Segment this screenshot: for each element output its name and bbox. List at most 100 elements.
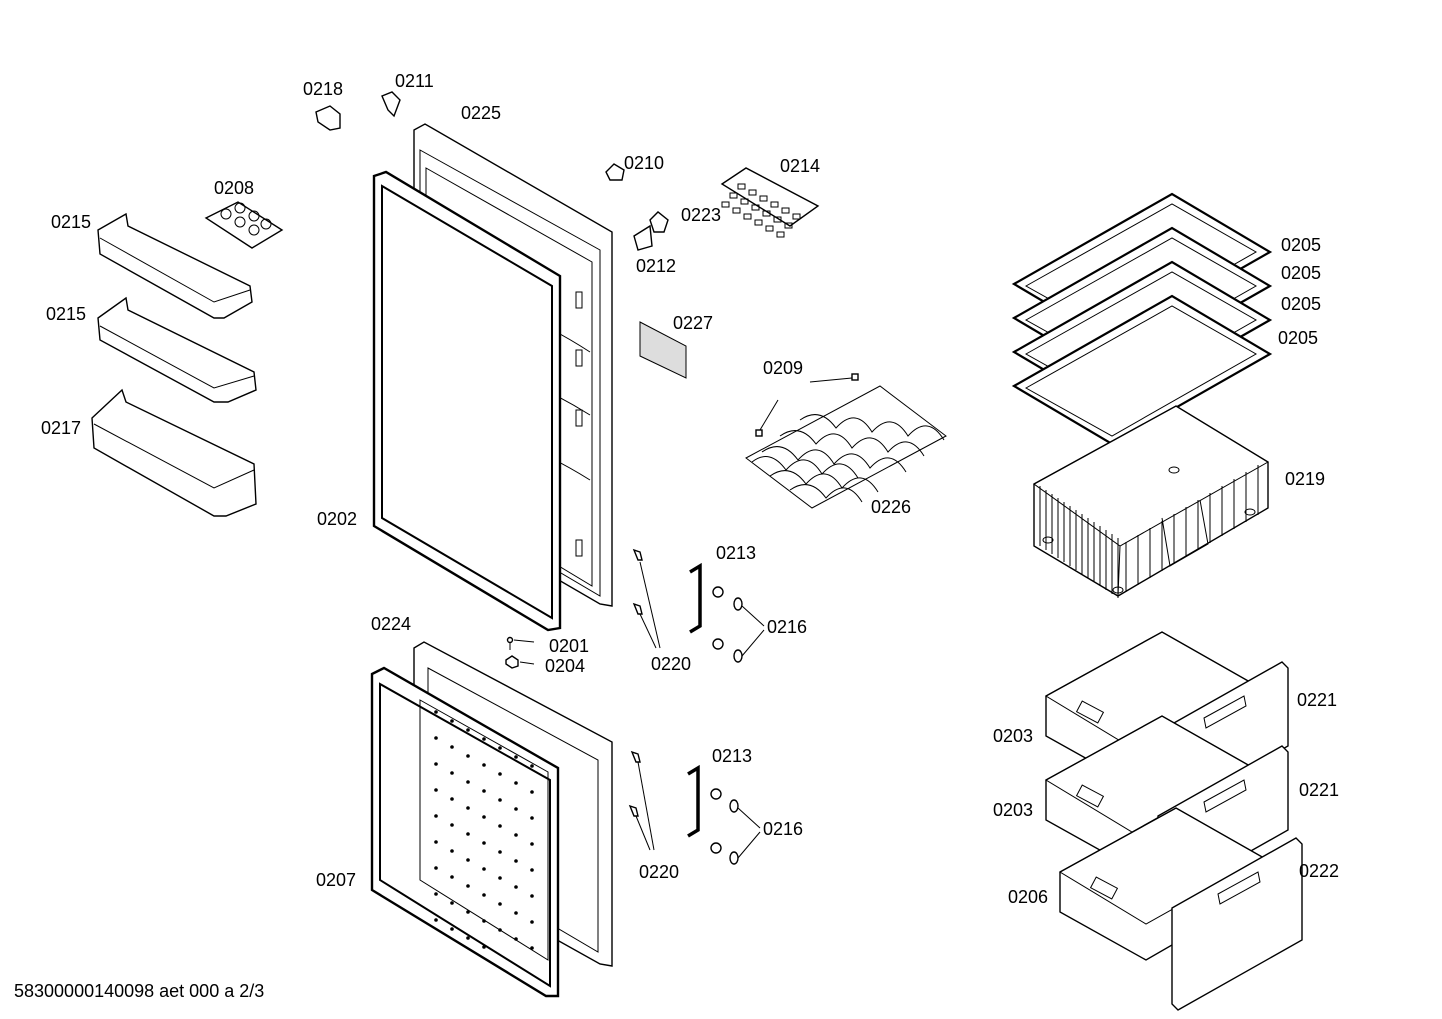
liner-dot xyxy=(514,807,518,811)
label-0205-1: 0205 xyxy=(1281,235,1322,255)
vegetable-crisper xyxy=(1033,405,1269,598)
liner-dot xyxy=(514,859,518,863)
label-0220-upper: 0220 xyxy=(651,654,692,674)
lower-door-gasket xyxy=(370,666,560,998)
liner-dot xyxy=(482,841,486,845)
liner-dot xyxy=(514,911,518,915)
ice-cube-cell xyxy=(721,201,730,208)
liner-dot xyxy=(498,746,502,750)
label-0216-upper: 0216 xyxy=(767,617,808,637)
freezer-drawers xyxy=(1045,631,1303,1011)
ice-cube-cell xyxy=(773,216,782,223)
liner-dot xyxy=(466,936,470,940)
liner-dot xyxy=(482,763,486,767)
label-0203-upper: 0203 xyxy=(993,726,1034,746)
label-0209: 0209 xyxy=(763,358,804,378)
drawer-grip xyxy=(1203,695,1247,729)
liner-dot xyxy=(530,790,534,794)
liner-dot xyxy=(514,781,518,785)
liner-dot xyxy=(482,919,486,923)
label-0213-lower: 0213 xyxy=(712,746,753,766)
liner-dot xyxy=(434,892,438,896)
liner-dot xyxy=(482,789,486,793)
door-stop-parts xyxy=(505,636,519,669)
liner-dot xyxy=(466,806,470,810)
ice-cube-cell xyxy=(729,192,738,199)
label-0216-lower: 0216 xyxy=(763,819,804,839)
freezer-drawer-lower xyxy=(1059,807,1303,1011)
ice-cube-cell xyxy=(792,213,801,220)
liner-dot xyxy=(466,832,470,836)
label-0201: 0201 xyxy=(549,636,590,656)
label-0211: 0211 xyxy=(395,71,434,91)
hinge-pin xyxy=(605,163,625,181)
door-shelf-upper xyxy=(97,212,253,319)
liner-dot xyxy=(466,858,470,862)
liner-dot xyxy=(530,868,534,872)
ice-cube-cell xyxy=(762,210,771,217)
label-0217: 0217 xyxy=(41,418,82,438)
label-0222: 0222 xyxy=(1299,861,1340,881)
liner-dot xyxy=(466,754,470,758)
liner-dot xyxy=(498,850,502,854)
ice-cube-cell xyxy=(743,213,752,220)
liner-dot xyxy=(530,842,534,846)
label-0205-3: 0205 xyxy=(1281,294,1322,314)
ice-cube-cell xyxy=(784,222,793,229)
liner-dot xyxy=(450,901,454,905)
lower-door-dot-pattern xyxy=(434,710,534,950)
drawing-reference-code: 58300000140098 aet 000 a 2/3 xyxy=(14,981,265,1001)
liner-dot xyxy=(530,764,534,768)
ice-cube-tray xyxy=(720,167,820,238)
drawer-grip xyxy=(1203,779,1247,813)
egg-tray xyxy=(204,201,284,249)
drawer-front xyxy=(1171,837,1303,1011)
liner-dot xyxy=(498,928,502,932)
label-0215-lower: 0215 xyxy=(46,304,87,324)
label-0205-2: 0205 xyxy=(1281,263,1322,283)
liner-dot xyxy=(434,814,438,818)
liner-dot xyxy=(450,797,454,801)
glass-shelf-frame xyxy=(1011,294,1273,446)
label-0215-upper: 0215 xyxy=(51,212,92,232)
ice-cube-cell xyxy=(765,225,774,232)
door-shelf-middle xyxy=(97,296,257,403)
ice-cube-cell xyxy=(737,183,746,190)
liner-dot xyxy=(434,736,438,740)
liner-dot xyxy=(530,920,534,924)
ice-cube-cell xyxy=(759,195,768,202)
door-bottle-shelf xyxy=(91,388,257,517)
liner-dot xyxy=(482,893,486,897)
label-0220-lower: 0220 xyxy=(639,862,680,882)
liner-dot xyxy=(450,823,454,827)
liner-dot xyxy=(498,772,502,776)
label-0219: 0219 xyxy=(1285,469,1326,489)
upper-door-gasket xyxy=(372,170,562,632)
glass-shelf-pane xyxy=(1024,305,1258,437)
ice-cube-cell xyxy=(776,231,785,238)
liner-dot xyxy=(466,910,470,914)
screws xyxy=(628,548,743,865)
liner-dot xyxy=(482,867,486,871)
ice-cube-cell xyxy=(781,207,790,214)
glass-shelves xyxy=(1011,192,1273,446)
liner-dot xyxy=(514,833,518,837)
label-0203-lower: 0203 xyxy=(993,800,1034,820)
liner-dot xyxy=(514,885,518,889)
liner-dot xyxy=(450,719,454,723)
label-0204: 0204 xyxy=(545,656,586,676)
liner-dot xyxy=(514,755,518,759)
label-0225: 0225 xyxy=(461,103,502,123)
liner-dot xyxy=(450,875,454,879)
label-0212: 0212 xyxy=(636,256,677,276)
liner-dot xyxy=(450,849,454,853)
label-0226: 0226 xyxy=(871,497,912,517)
liner-dot xyxy=(530,946,534,950)
liner-dot xyxy=(466,728,470,732)
liner-dot xyxy=(498,798,502,802)
drawer-grip xyxy=(1217,871,1261,905)
door-handle-upper xyxy=(689,562,702,634)
label-0218: 0218 xyxy=(303,79,344,99)
